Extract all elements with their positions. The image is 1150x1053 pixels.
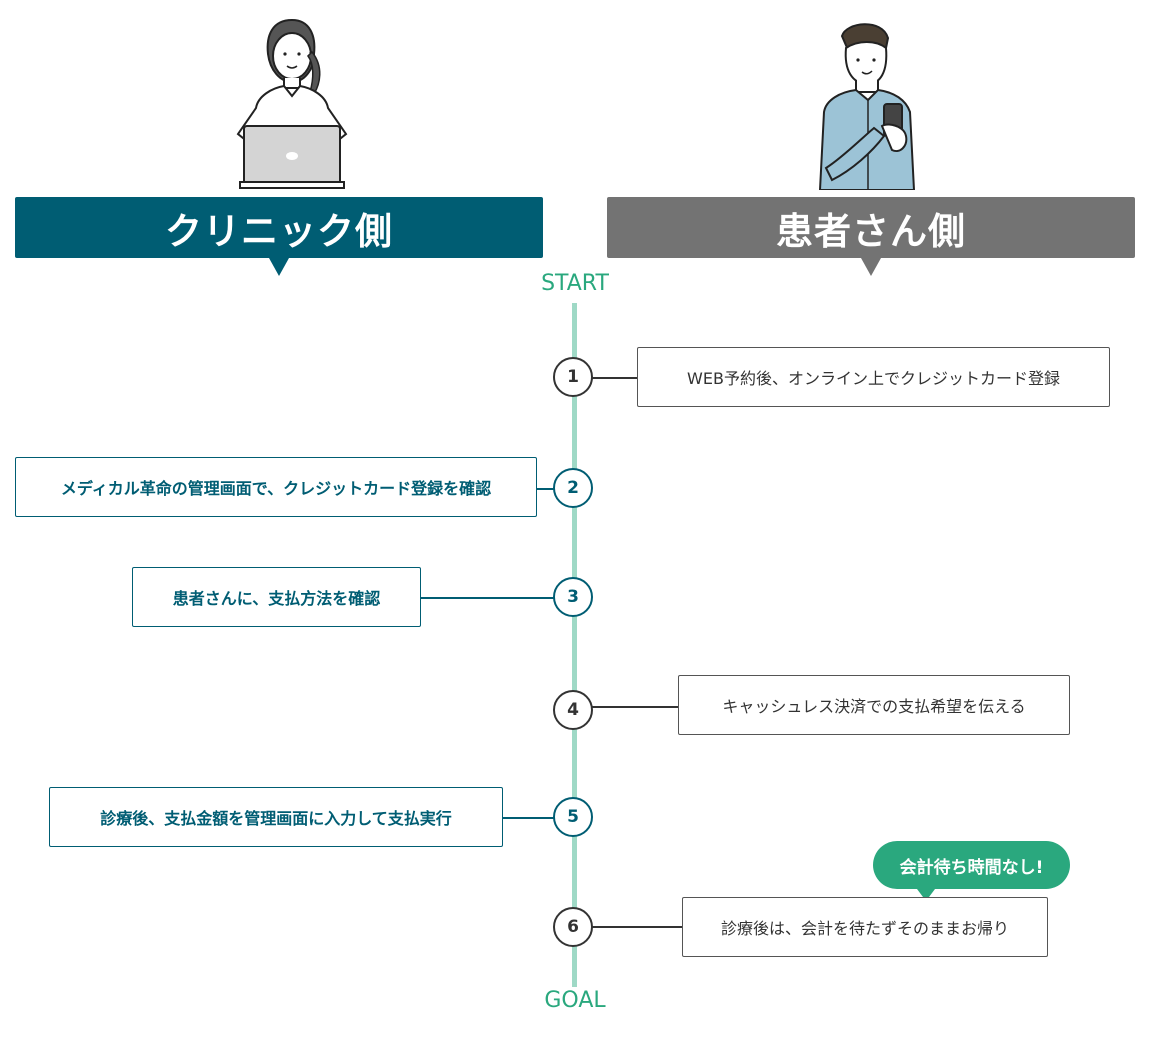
step-5-node: 5: [553, 797, 593, 837]
step-3-connector: [420, 597, 554, 599]
timeline-start-label: START: [541, 271, 609, 296]
step-3-node: 3: [553, 577, 593, 617]
step-6-node: 6: [553, 907, 593, 947]
man-with-smartphone-icon: [818, 23, 916, 190]
step-1-node: 1: [553, 357, 593, 397]
step-1-box: WEB予約後、オンライン上でクレジットカード登録: [637, 347, 1110, 407]
step-4-node: 4: [553, 690, 593, 730]
step-4-box: キャッシュレス決済での支払希望を伝える: [678, 675, 1070, 735]
clinic-side-header: クリニック側: [15, 197, 543, 276]
step-4-connector: [592, 706, 679, 708]
clinic-side-title: クリニック側: [165, 209, 393, 253]
step-1-connector: [592, 377, 638, 379]
nurse-with-laptop-icon: [236, 18, 348, 189]
step-2-node: 2: [553, 468, 593, 508]
timeline-goal-label: GOAL: [544, 988, 606, 1013]
patient-side-title: 患者さん側: [776, 209, 966, 253]
step-3-box: 患者さんに、支払方法を確認: [132, 567, 421, 627]
step-5-box: 診療後、支払金額を管理画面に入力して支払実行: [49, 787, 503, 847]
step-6-box: 診療後は、会計を待たずそのままお帰り: [682, 897, 1048, 957]
step-2-box: メディカル革命の管理画面で、クレジットカード登録を確認: [15, 457, 537, 517]
timeline-line: [572, 303, 577, 987]
step-2-connector: [536, 488, 554, 490]
patient-side-header: 患者さん側: [607, 197, 1135, 276]
step-5-connector: [502, 817, 554, 819]
no-wait-callout: 会計待ち時間なし!: [873, 841, 1070, 901]
step-6-connector: [592, 926, 683, 928]
